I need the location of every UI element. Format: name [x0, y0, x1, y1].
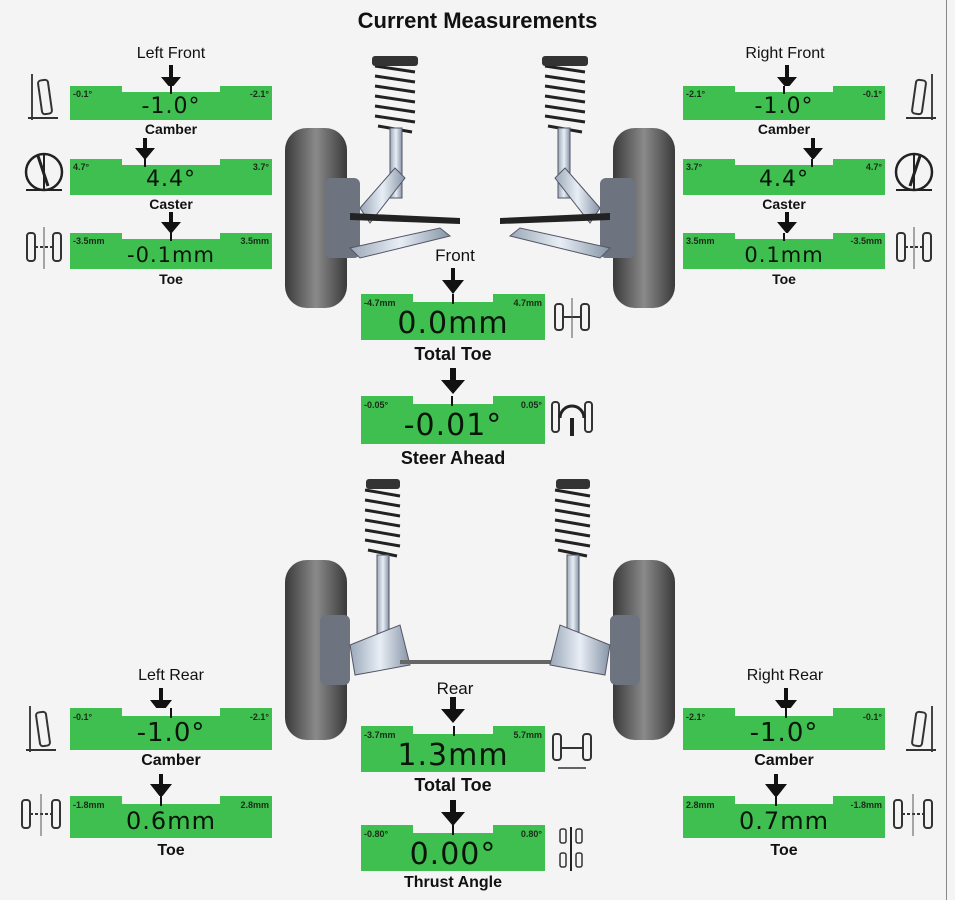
toe-icon	[21, 794, 61, 836]
front-heading: Front	[435, 246, 475, 265]
total-toe-icon	[554, 298, 590, 338]
steer-ahead-gauge: -0.05° 0.05° -0.01°	[361, 396, 545, 444]
caster-icon	[894, 152, 934, 192]
front-total-toe-label: Total Toe	[414, 344, 492, 364]
rear-suspension-illustration	[285, 479, 675, 740]
thrust-angle-gauge: -0.80° 0.80° 0.00°	[361, 825, 545, 872]
right-front-camber-label: Camber	[757, 121, 811, 137]
toe-icon	[26, 227, 62, 269]
right-rear-camber-label: Camber	[754, 752, 814, 769]
rear-heading: Rear	[436, 679, 474, 698]
right-rear-toe-gauge: 2.8mm -1.8mm 0.7mm	[683, 796, 885, 838]
frame-border	[946, 0, 947, 900]
left-rear-toe-label: Toe	[157, 842, 185, 859]
page-title: Current Measurements	[357, 8, 598, 33]
thrust-angle-icon	[559, 827, 583, 871]
steering-wheel-icon	[551, 401, 593, 436]
left-front-camber-label: Camber	[144, 121, 198, 137]
right-rear-toe-label: Toe	[770, 842, 798, 859]
right-front-camber-gauge: -2.1° -0.1° -1.0°	[683, 86, 885, 120]
right-rear-camber-gauge: -2.1° -0.1° -1.0°	[683, 708, 885, 750]
left-rear-camber-gauge: -0.1° -2.1° -1.0°	[70, 708, 272, 750]
rear-total-toe-gauge: -3.7mm 5.7mm 1.3mm	[361, 726, 545, 773]
left-front-caster-label: Caster	[149, 196, 193, 212]
left-front-camber-gauge: -0.1° -2.1° -1.0°	[70, 86, 272, 120]
right-front-caster-label: Caster	[762, 196, 806, 212]
front-total-toe-gauge: -4.7mm 4.7mm 0.0mm	[361, 294, 545, 341]
left-front-toe-label: Toe	[159, 271, 183, 287]
left-rear-toe-gauge: -1.8mm 2.8mm 0.6mm	[70, 796, 272, 838]
toe-icon	[896, 227, 932, 269]
rear-total-toe-label: Total Toe	[414, 775, 492, 795]
caster-icon	[24, 152, 64, 192]
camber-icon	[26, 706, 56, 752]
right-rear-label: Right Rear	[746, 667, 824, 684]
total-toe-icon	[552, 733, 592, 769]
camber-icon	[28, 74, 58, 120]
thrust-angle-label: Thrust Angle	[403, 874, 503, 891]
left-front-caster-gauge: 4.7° 3.7° 4.4°	[70, 159, 272, 195]
camber-icon	[906, 74, 936, 120]
left-front-label: Left Front	[136, 45, 206, 62]
toe-icon	[893, 794, 933, 836]
left-front-toe-gauge: -3.5mm 3.5mm -0.1mm	[70, 233, 272, 269]
camber-icon	[906, 706, 936, 752]
right-front-label: Right Front	[745, 45, 825, 62]
steer-ahead-label: Steer Ahead	[400, 448, 506, 468]
right-front-toe-gauge: 3.5mm -3.5mm 0.1mm	[683, 233, 885, 269]
left-rear-camber-label: Camber	[141, 752, 201, 769]
right-front-caster-gauge: 3.7° 4.7° 4.4°	[683, 159, 885, 195]
front-suspension-illustration	[285, 56, 675, 308]
left-rear-label: Left Rear	[138, 667, 204, 684]
right-front-toe-label: Toe	[772, 271, 796, 287]
